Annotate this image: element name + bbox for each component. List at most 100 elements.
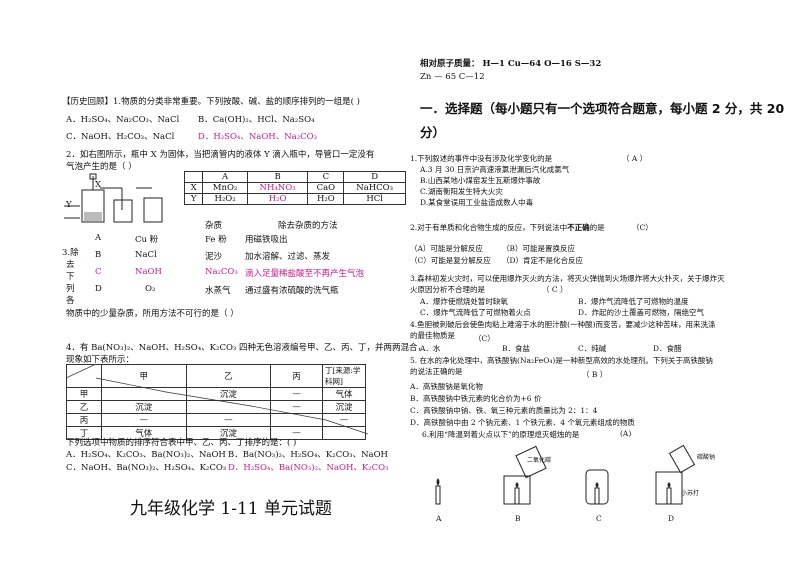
right-q2-stem-c: 的是 xyxy=(589,223,605,232)
right-q3-opt-b: B．爆炸气流降低了可燃物的温度 xyxy=(578,297,689,306)
left-q4-option-c: C．NaOH、Ba(NO₃)₂、H₂SO₄、K₂CO₃ xyxy=(66,463,227,473)
left-q1-stem: 【历史回顾】1.物质的分类非常重要。下列按酸、碱、盐的顺序排列的一组是( ) xyxy=(62,97,360,107)
figure-tag-d2: 小苏打 xyxy=(681,490,700,497)
right-q5-stem: 5. 在水的净化处理中，高铁酸钠(Na₂FeO₄)是一种新型高效的水处理剂。下列… xyxy=(410,356,713,365)
figure-label-x: X xyxy=(95,180,102,190)
table-cell: H₂O xyxy=(307,193,345,205)
right-q4-opt-c: C．纯碱 xyxy=(578,344,607,353)
left-q2-stem: 2．如右图所示，瓶中 X 为固体，当把滴管内的液体 Y 滴入瓶中，导管口一定没有 xyxy=(66,150,375,160)
right-q3-stem: 3.森林初发火灾时，可以使用爆炸灭火的方法，将灭火弹抛到火场爆炸将大火扑灭，关于… xyxy=(410,274,725,283)
table-cell: 丁[来源:学科网] xyxy=(322,364,366,388)
left-q4-option-b: B．Ba(NO₃)₂、H₂SO₄、K₂CO₃、NaOH xyxy=(228,450,388,460)
right-q1-opt-a: A.3 月 30 日京沪高速液氯泄漏后汽化成氯气 xyxy=(420,165,570,174)
q3-impurity: Na₂CO₃ xyxy=(205,267,238,277)
q3-substance: NaCl xyxy=(135,250,157,260)
table-diagonal-lines xyxy=(66,364,368,435)
right-q4-opt-a: A．水 xyxy=(420,344,441,353)
right-q4-stem2: 的最佳物质是 xyxy=(410,331,455,340)
table-cell: NH₄NO₃ xyxy=(246,182,309,194)
figure-tag-d: 碳酸钠 xyxy=(697,454,716,461)
right-q2-opt-d: （D）肯定不是化合反应 xyxy=(502,256,584,265)
q3-method: 用磁铁吸出 xyxy=(245,235,288,245)
left-q4-option-a: A．H₂SO₄、K₂CO₃、Ba(NO₃)₂、NaOH xyxy=(66,450,226,460)
table-cell: Y xyxy=(183,193,204,205)
right-q1-opt-d: D.某食堂误用工业盐造成数人中毒 xyxy=(420,198,534,207)
right-q1-answer: （ A ） xyxy=(622,154,648,163)
right-q3-opt-c: C．爆炸气流降低了可燃物着火点 xyxy=(420,308,531,317)
q3-header-impurity: 杂质 xyxy=(205,221,223,231)
right-q3-answer: （ C ） xyxy=(542,285,568,294)
q3-header-method: 除去杂质的方法 xyxy=(278,221,338,231)
table-cell: X xyxy=(183,182,204,194)
q3-option: C xyxy=(95,267,102,277)
atomic-mass-line1: 相对原子质量： H—1 Cu—64 O—16 S—32 xyxy=(420,59,602,69)
left-q2-stem2: 气泡产生的是（ ） xyxy=(66,162,137,172)
right-q1-opt-b: B.山西某地小煤窑发生瓦斯爆炸事故 xyxy=(420,176,541,185)
q2-options-table: A B C D X MnO₂ NH₄NO₃ CaO NaHCO₃ Y H₂O₂ … xyxy=(183,171,406,205)
q3-method: 滴入足量稀盐酸至不再产生气泡 xyxy=(245,269,365,279)
q3-method: 通过盛有浓硫酸的洗气瓶 xyxy=(245,286,339,296)
q3-side-5: 各 xyxy=(66,296,75,306)
right-q2-opt-c: （C）可能是复分解反应 xyxy=(410,256,491,265)
right-q4-stem: 4.鱼胆被刺破后会使鱼肉粘上难溶于水的胆汁酸(一种酸)而变苦，要减少这种苦味，用… xyxy=(410,320,716,329)
figure-label-y: Y xyxy=(66,200,72,210)
table-cell: MnO₂ xyxy=(202,182,248,194)
q3-side-4: 列 xyxy=(66,284,75,294)
right-q5-opt-a: A．高铁酸钠是氧化物 xyxy=(410,382,483,391)
right-q5-stem2: 的说法正确的是 xyxy=(410,367,463,376)
figure-label-a: A xyxy=(436,514,442,523)
left-q4-ask: 下列选项中物质的排序符合表中甲、乙、丙、丁排序的是：( ) xyxy=(66,438,297,448)
exam-title: 九年级化学 1-11 单元试题 xyxy=(130,499,332,519)
right-q2-opt-a: （A）可能是分解反应 xyxy=(410,244,483,253)
right-q6-answer: (A) xyxy=(620,429,632,438)
table-cell: HCl xyxy=(343,193,406,205)
figure-label-d: D xyxy=(668,514,675,523)
q3-substance: NaOH xyxy=(135,267,162,277)
right-q5-opt-c: C．高铁酸钠中钠、铁、氧三种元素的质量比为 2：1：4 xyxy=(410,406,598,415)
q3-side-1: 3.除 xyxy=(62,248,79,258)
right-q2-answer: （C） xyxy=(632,223,653,232)
table-cell: NaHCO₃ xyxy=(343,182,406,194)
left-q4-stem2: 现象如下表所示： xyxy=(66,355,135,365)
table-cell: 沉淀 xyxy=(185,426,272,440)
table-cell: C xyxy=(307,171,345,183)
table-cell: 丁 xyxy=(66,426,102,440)
q3-side-3: 下 xyxy=(66,272,75,282)
q3-impurity: Fe 粉 xyxy=(205,235,227,245)
figure-label-b: B xyxy=(515,514,521,523)
section-heading: 一．选择题（每小题只有一个选项符合题意，每小题 2 分，共 20 xyxy=(420,101,785,116)
left-q4-stem: 4．有 Ba(NO₃)₂、NaOH、H₂SO₄、K₂CO₃ 四种无色溶液编号甲、… xyxy=(66,343,427,353)
table-cell: H₂O xyxy=(246,193,309,205)
q3-impurity: 水蒸气 xyxy=(205,286,231,296)
q3-substance: O₂ xyxy=(145,284,156,294)
right-q4-answer: （C） xyxy=(474,334,495,343)
table-cell: 乙 xyxy=(66,400,102,414)
right-q3-stem2: 火原因分析不合理的是 xyxy=(410,285,485,294)
left-q1-option-b: B．Ca(OH)₂、HCl、Na₂SO₄ xyxy=(198,115,315,125)
table-cell: H₂O₂ xyxy=(202,193,248,205)
q4-mixing-table: 甲 乙 丙 丁[来源:学科网] 甲 沉淀 — 气体 乙 沉淀 — 沉淀 丙 — … xyxy=(66,364,366,440)
right-q1-opt-c: C.湖南衡阳发生特大火灾 xyxy=(420,187,503,196)
right-q3-opt-d: D．炸起的沙土覆盖可燃物，隔绝空气 xyxy=(578,308,705,317)
q3-tail: 物质中的少量杂质，所用方法不可行的是（ ） xyxy=(66,309,239,319)
figure-tag-b: 二氧化碳 xyxy=(527,457,552,464)
section-heading-cont: 分） xyxy=(420,125,446,140)
q3-side-2: 去 xyxy=(66,260,75,270)
right-q3-opt-a: A．爆炸使燃烧处暂时缺氧 xyxy=(420,297,508,306)
q3-substance: Cu 粉 xyxy=(135,235,159,245)
table-cell: CaO xyxy=(307,182,345,194)
left-q4-option-d: D．H₂SO₄、Ba(NO₃)₂、NaOH、K₂CO₃ xyxy=(228,463,389,473)
table-cell: D xyxy=(343,171,406,183)
table-cell: 甲 xyxy=(101,364,187,388)
right-q1-stem: 1.下列叙述的事件中没有涉及化学变化的是 xyxy=(410,154,553,163)
right-q5-answer: （ B ） xyxy=(582,370,608,379)
table-cell: A xyxy=(202,171,248,183)
right-q2-opt-b: （B）可能是置换反应 xyxy=(502,244,576,253)
left-q1-option-c: C．NaOH、H₂CO₃、NaCl xyxy=(66,132,175,142)
candle-figures xyxy=(435,444,696,505)
table-cell xyxy=(183,171,204,183)
table-cell: B xyxy=(246,171,309,183)
left-q1-option-d: D．H₂SO₄、NaOH、Na₂CO₃ xyxy=(198,132,318,142)
right-q2-stem-b: 不正确 xyxy=(567,223,590,232)
q3-impurity: 泥沙 xyxy=(205,252,223,262)
